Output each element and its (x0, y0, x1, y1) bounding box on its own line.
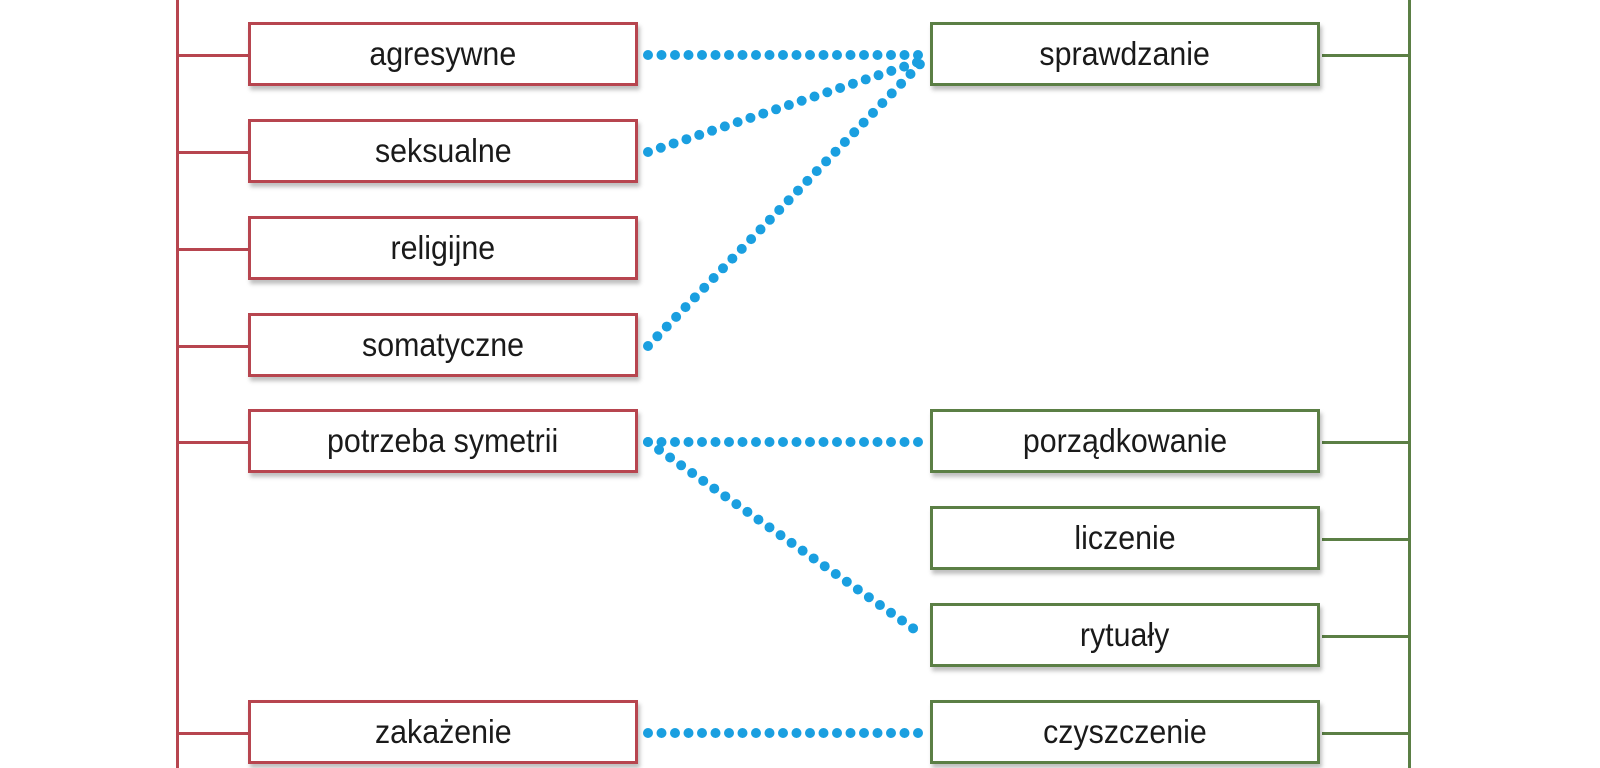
box-label: seksualne (374, 132, 512, 169)
right-connector (1322, 441, 1410, 444)
obsession-box: agresywne (248, 22, 638, 86)
box-label: potrzeba symetrii (327, 422, 559, 459)
right-connector (1322, 635, 1410, 638)
obsession-box: potrzeba symetrii (248, 409, 638, 473)
obsession-box: zakażenie (248, 700, 638, 764)
right-connector (1322, 732, 1410, 735)
dotted-link-seksualne-sprawdzanie (643, 55, 929, 157)
obsession-box: religijne (248, 216, 638, 280)
compulsion-box: liczenie (930, 506, 1320, 570)
compulsion-box: czyszczenie (930, 700, 1320, 764)
compulsion-box: porządkowanie (930, 409, 1320, 473)
box-label: religijne (390, 229, 496, 266)
right-connector (1322, 54, 1410, 57)
left-connector (178, 732, 250, 735)
compulsion-box: sprawdzanie (930, 22, 1320, 86)
right-group-bracket (1408, 0, 1411, 768)
left-connector (178, 345, 250, 348)
box-label: zakażenie (374, 713, 512, 750)
box-label: agresywne (369, 35, 517, 72)
box-label: czyszczenie (1043, 713, 1207, 750)
box-label: sprawdzanie (1039, 35, 1211, 72)
box-label: liczenie (1074, 519, 1176, 556)
compulsion-box: rytuały (930, 603, 1320, 667)
box-label: porządkowanie (1022, 422, 1228, 459)
left-connector (178, 151, 250, 154)
left-connector (178, 441, 250, 444)
left-connector (178, 248, 250, 251)
right-connector (1322, 538, 1410, 541)
dotted-link-somatyczne-sprawdzanie (643, 55, 929, 351)
obsession-box: somatyczne (248, 313, 638, 377)
left-connector (178, 54, 250, 57)
box-label: rytuały (1080, 616, 1170, 653)
left-group-bracket (176, 0, 179, 768)
dotted-link-potrzeba-symetrii-rytuały (643, 437, 929, 641)
box-label: somatyczne (361, 326, 524, 363)
obsession-box: seksualne (248, 119, 638, 183)
